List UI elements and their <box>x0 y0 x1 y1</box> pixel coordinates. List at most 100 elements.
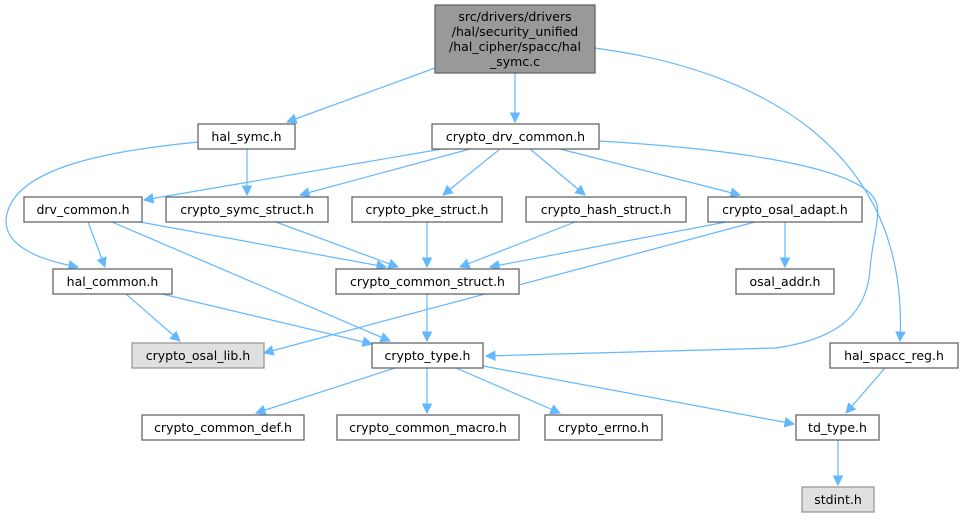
node-box[interactable] <box>431 123 600 150</box>
node-label: osal_addr.h <box>750 274 821 289</box>
edge-hal_symc-to-crypto_symc_struct <box>241 149 253 197</box>
edge-crypto_pke_struct-to-crypto_common_struct <box>421 222 433 269</box>
node-label: hal_spacc_reg.h <box>844 348 944 363</box>
node-label: _symc.c <box>489 54 540 69</box>
arrowhead-icon <box>254 405 267 416</box>
edge-root-to-hal_symc <box>285 67 436 124</box>
edges-layer <box>5 47 906 487</box>
edge-line <box>125 293 181 342</box>
edge-hal_spacc_reg-to-td_type <box>845 367 886 414</box>
node-box[interactable] <box>525 196 687 223</box>
arrowhead-icon <box>361 336 374 347</box>
node-label: crypto_symc_struct.h <box>180 202 314 217</box>
edge-line <box>459 221 576 268</box>
node-box[interactable] <box>707 196 863 223</box>
node-label: td_type.h <box>808 420 867 435</box>
edge-hal_common-to-crypto_type <box>161 293 374 347</box>
edge-crypto_symc_struct-to-crypto_common_struct <box>275 221 400 269</box>
node-label: crypto_pke_struct.h <box>366 202 489 217</box>
node-crypto-hash-struct[interactable]: crypto_hash_struct.h <box>525 196 687 223</box>
node-label: crypto_hash_struct.h <box>541 202 672 217</box>
edge-td_type-to-stdint <box>832 440 844 487</box>
node-label: /hal_cipher/spacc/hal <box>449 39 581 54</box>
node-crypto-errno[interactable]: crypto_errno.h <box>544 414 663 441</box>
node-osal-addr[interactable]: osal_addr.h <box>735 268 835 295</box>
node-label: stdint.h <box>814 492 862 507</box>
node-box[interactable] <box>197 123 296 150</box>
node-drv-common[interactable]: drv_common.h <box>23 196 143 223</box>
node-box[interactable] <box>23 196 143 223</box>
edge-crypto_common_struct-to-crypto_type <box>421 294 433 343</box>
arrowhead-icon <box>729 187 742 198</box>
node-stdint[interactable]: stdint.h <box>801 486 875 513</box>
edge-root-to-hal_spacc_reg <box>594 47 906 343</box>
node-box[interactable] <box>434 4 596 74</box>
arrowhead-icon <box>484 350 496 362</box>
edge-drv_common-to-crypto_type <box>111 221 392 343</box>
node-label: crypto_osal_adapt.h <box>722 202 848 217</box>
node-crypto-osal-adapt[interactable]: crypto_osal_adapt.h <box>707 196 863 223</box>
node-crypto-common-struct[interactable]: crypto_common_struct.h <box>335 268 520 295</box>
edge-line <box>275 221 399 268</box>
edge-line <box>111 221 391 342</box>
node-crypto-symc-struct[interactable]: crypto_symc_struct.h <box>165 196 329 223</box>
edge-crypto_drv_common-to-crypto_symc_struct <box>298 148 471 198</box>
edge-line <box>489 221 727 268</box>
arrowhead-icon <box>96 256 107 269</box>
node-crypto-drv-common[interactable]: crypto_drv_common.h <box>431 123 600 150</box>
node-box[interactable] <box>131 342 265 369</box>
node-box[interactable] <box>141 414 305 441</box>
node-box[interactable] <box>795 414 880 441</box>
node-root[interactable]: src/drivers/drivers/hal/security_unified… <box>434 4 596 74</box>
node-box[interactable] <box>544 414 663 441</box>
node-hal-symc[interactable]: hal_symc.h <box>197 123 296 150</box>
node-box[interactable] <box>165 196 329 223</box>
node-hal-common[interactable]: hal_common.h <box>52 268 173 295</box>
arrowhead-icon <box>241 185 253 197</box>
node-box[interactable] <box>735 268 835 295</box>
node-td-type[interactable]: td_type.h <box>795 414 880 441</box>
edge-crypto_type-to-crypto_common_macro <box>421 368 433 415</box>
node-box[interactable] <box>371 342 484 369</box>
arrowhead-icon <box>458 258 471 269</box>
node-crypto-common-macro[interactable]: crypto_common_macro.h <box>336 414 520 441</box>
node-crypto-pke-struct[interactable]: crypto_pke_struct.h <box>351 196 503 223</box>
edge-line <box>529 148 586 196</box>
edge-drv_common-to-hal_common <box>87 221 107 269</box>
edge-crypto_drv_common-to-crypto_type <box>484 140 879 362</box>
arrowhead-icon <box>783 417 796 428</box>
edge-line <box>594 47 902 342</box>
edge-crypto_drv_common-to-crypto_pke_struct <box>442 148 501 196</box>
node-box[interactable] <box>336 414 520 441</box>
node-crypto-type[interactable]: crypto_type.h <box>371 342 484 369</box>
node-label: crypto_common_macro.h <box>349 420 507 435</box>
node-box[interactable] <box>52 268 173 295</box>
nodes-layer: src/drivers/drivers/hal/security_unified… <box>23 4 959 513</box>
arrowhead-icon <box>298 187 311 198</box>
node-crypto-common-def[interactable]: crypto_common_def.h <box>141 414 305 441</box>
arrowhead-icon <box>387 258 400 269</box>
arrowhead-icon <box>895 331 906 343</box>
edge-line <box>845 367 886 414</box>
edge-line <box>161 293 373 345</box>
node-box[interactable] <box>829 342 959 369</box>
edge-crypto_drv_common-to-crypto_osal_adapt <box>559 148 742 198</box>
edge-line <box>286 67 436 123</box>
node-label: crypto_drv_common.h <box>446 129 585 144</box>
node-box[interactable] <box>801 486 875 513</box>
node-box[interactable] <box>351 196 503 223</box>
edge-line <box>255 367 396 414</box>
node-box[interactable] <box>335 268 520 295</box>
node-label: src/drivers/drivers <box>458 9 571 24</box>
node-hal-spacc-reg[interactable]: hal_spacc_reg.h <box>829 342 959 369</box>
arrowhead-icon <box>379 332 392 343</box>
arrowhead-icon <box>832 475 844 487</box>
node-label: drv_common.h <box>36 202 129 217</box>
node-label: crypto_osal_lib.h <box>146 348 250 363</box>
node-label: hal_common.h <box>67 274 159 289</box>
node-crypto-osal-lib[interactable]: crypto_osal_lib.h <box>131 342 265 369</box>
edge-crypto_osal_adapt-to-crypto_common_struct <box>488 221 727 271</box>
edge-line <box>299 148 471 196</box>
edge-line <box>143 148 443 201</box>
